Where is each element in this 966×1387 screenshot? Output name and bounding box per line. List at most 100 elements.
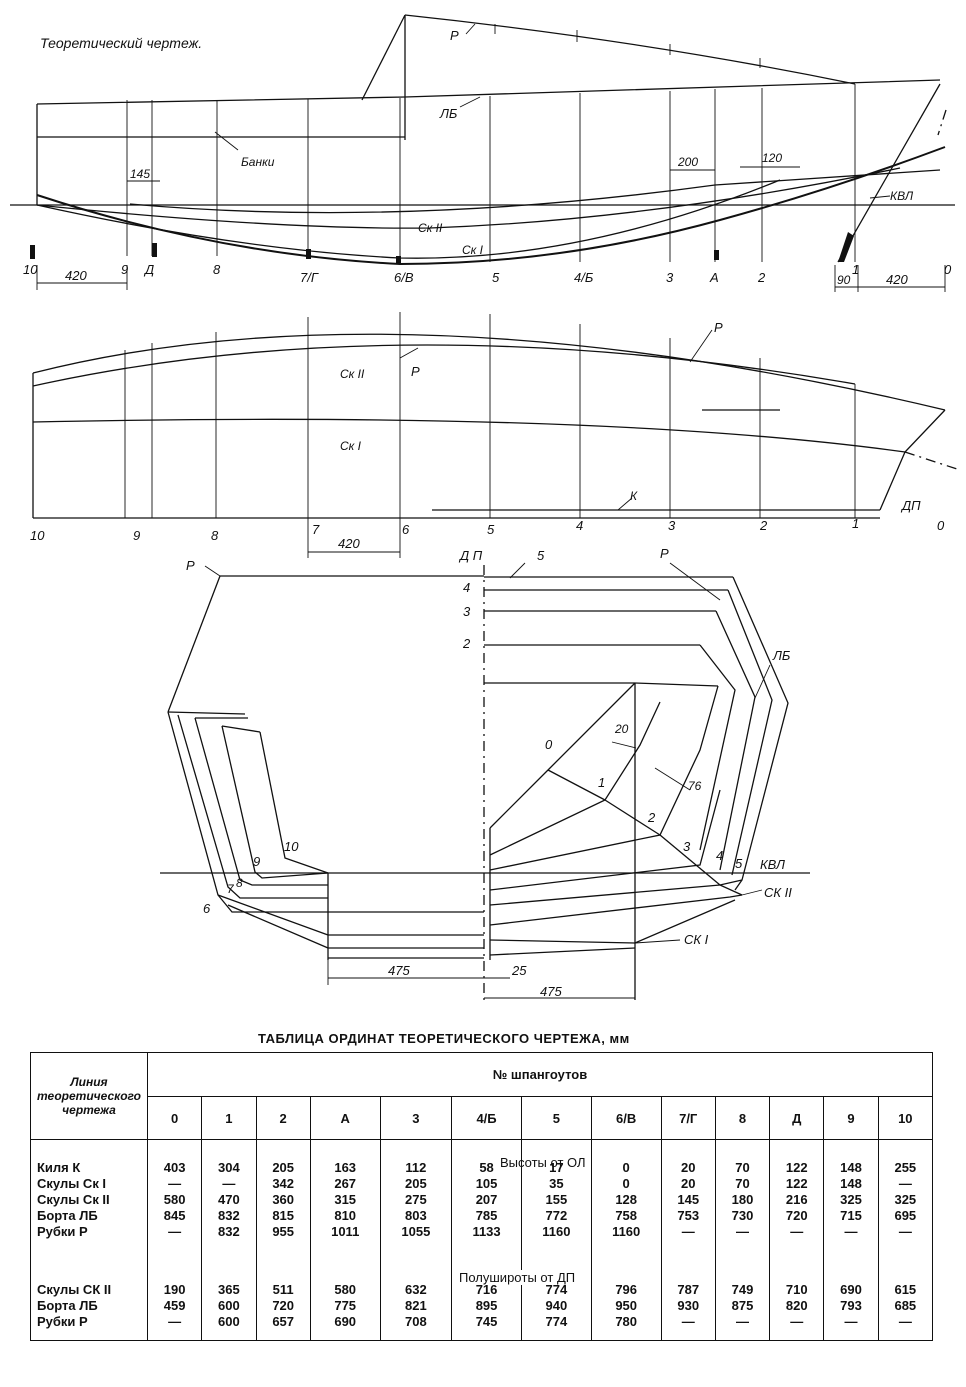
label-cabin: Р — [450, 28, 459, 43]
plan-station-4: 4 — [576, 518, 583, 533]
body-dim-20: 20 — [614, 722, 629, 736]
frames-header: № шпангоутов — [147, 1052, 933, 1097]
profile-station-4b: 4/Б — [574, 270, 594, 285]
body-frame-labels-right: 0 1 2 3 4 5 — [545, 737, 743, 871]
body-frame-0: 0 — [545, 737, 553, 752]
plan-label-chine-II: Ск II — [340, 367, 365, 381]
profile-station-0: 0 — [944, 262, 952, 277]
body-frame-labels-left: 6 7 8 9 10 — [203, 839, 299, 916]
frame-2 — [489, 685, 719, 871]
plan-station-2: 2 — [759, 518, 768, 533]
cabin-top-line — [404, 14, 856, 85]
body-label-w5: 5 — [537, 548, 545, 563]
profile-station-10: 10 — [23, 262, 38, 277]
waterline-3: 3 — [463, 604, 471, 619]
frame-header-6: 5 — [520, 1096, 592, 1140]
body-dim-475-right: 475 — [540, 984, 562, 999]
plan-label-keel: К — [630, 489, 638, 503]
waterline-2: 2 — [462, 636, 471, 651]
body-frame-2: 2 — [647, 810, 656, 825]
plan-view: Ск II Р Р Ск I К ДП 4 2 0 10 9 8 7 6 5 4 3… — [30, 312, 961, 558]
plan-station-10: 10 — [30, 528, 45, 543]
plan-station-6: 6 — [402, 522, 410, 537]
label-sheer: ЛБ — [439, 106, 458, 121]
plan-station-7: 7 — [312, 522, 320, 537]
sheer-line — [36, 79, 941, 105]
ordinates-table: Линия теоретического чертежа № шпангоуто… — [30, 1052, 934, 1341]
frame-6 — [167, 711, 328, 913]
profile-station-3: 3 — [666, 270, 674, 285]
frame-header-11: 9 — [823, 1096, 879, 1140]
plan-label-dp: ДП — [900, 498, 921, 513]
halfwidths-section-title: Полуширoты от ДП — [455, 1270, 580, 1285]
plan-stations — [124, 312, 856, 518]
chine-II — [36, 167, 901, 229]
profile-station-1: 1 — [852, 262, 859, 277]
body-frame-6: 6 — [203, 901, 211, 916]
plan-station-0: 0 — [937, 518, 945, 533]
keel-line — [36, 146, 946, 266]
label-benches: Банки — [241, 155, 275, 169]
frame-header-7: 6/В — [590, 1096, 662, 1140]
label-chine-I: Ск I — [462, 243, 484, 257]
frame-header-9: 8 — [714, 1096, 771, 1140]
dim-200: 200 — [677, 155, 698, 169]
label-kvl: КВЛ — [890, 189, 914, 203]
frame-header-10: Д — [769, 1096, 825, 1140]
body-label-cabin-right: Р — [660, 546, 669, 561]
dim-420-right: 420 — [886, 272, 908, 287]
body-frame-3: 3 — [683, 839, 691, 854]
frame-10 — [259, 731, 329, 874]
body-frame-9: 9 — [253, 854, 260, 869]
plan-sheer — [32, 333, 946, 411]
frame-header-2: 2 — [255, 1096, 311, 1140]
body-cabin-side-left — [167, 575, 221, 713]
row-header: Линия теоретического чертежа — [30, 1052, 148, 1140]
body-label-dp: Д П — [458, 548, 483, 563]
plan-station-labels: 10 9 8 7 6 5 4 3 2 1 0 — [30, 516, 945, 543]
profile-station-d: Д — [143, 262, 154, 277]
frame-0 — [489, 682, 636, 829]
profile-station-9: 9 — [121, 262, 128, 277]
frame-8 — [194, 717, 328, 886]
frame-header-5: 4/Б — [451, 1096, 522, 1140]
frame-header-4: 3 — [379, 1096, 453, 1140]
plan-chine-I — [32, 418, 906, 453]
waterline-4: 4 — [463, 580, 470, 595]
dim-420-left: 420 — [65, 268, 87, 283]
heights-section-title: Высоты от ОЛ — [500, 1155, 586, 1170]
profile-view: Р ЛБ Банки Ск II Ск I КВЛ 145 200 120 42… — [10, 14, 955, 292]
ordinates-table-wrap: Линия теоретического чертежа № шпангоуто… — [30, 1052, 934, 1370]
chine-I — [36, 179, 781, 259]
plan-label-cabin-mid: Р — [411, 364, 420, 379]
table-title: ТАБЛИЦА ОРДИНАТ ТЕОРЕТИЧЕСКОГО ЧЕРТЕЖА, … — [258, 1031, 630, 1046]
profile-station-5: 5 — [492, 270, 500, 285]
body-label-cabin-left: Р — [186, 558, 195, 573]
body-waterline-labels: 4 3 2 — [462, 580, 471, 651]
body-frame-5: 5 — [735, 856, 743, 871]
body-label-kvl: КВЛ — [760, 857, 785, 872]
cabin-windshield — [361, 14, 406, 101]
frame-header-12: 10 — [877, 1096, 934, 1140]
body-label-sk1: СК I — [684, 932, 709, 947]
lines-drawing: Теоретический чертеж. — [10, 14, 961, 1046]
frame-header-8: 7/Г — [660, 1096, 716, 1140]
frame-7 — [177, 714, 328, 899]
body-dim-76: 76 — [688, 779, 702, 793]
profile-stations — [126, 84, 856, 262]
body-frame-4: 4 — [716, 848, 723, 863]
plan-label-chine-I: Ск I — [340, 439, 362, 453]
profile-station-2: 2 — [757, 270, 766, 285]
